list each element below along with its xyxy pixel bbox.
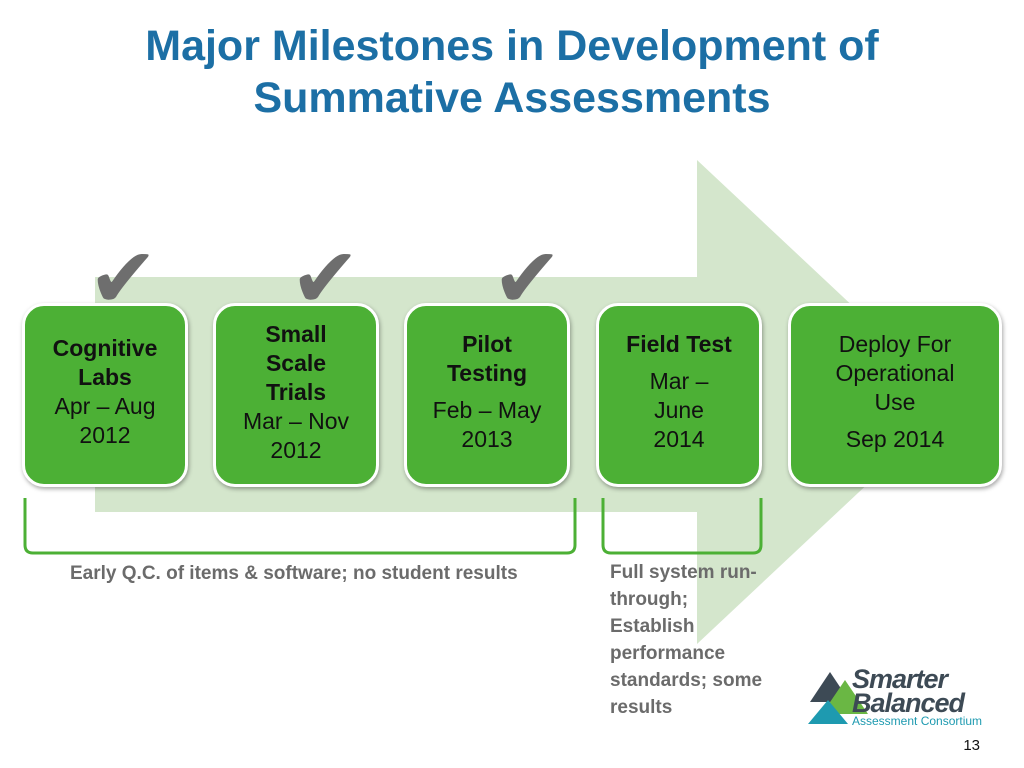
title-line-1: Major Milestones in Development of — [145, 22, 879, 70]
slide-title: Major Milestones in Development of Summa… — [0, 20, 1024, 124]
bracket-early — [23, 498, 577, 555]
milestone-date: Mar – Nov 2012 — [242, 407, 350, 463]
milestone-field-test: Field Test Mar – June 2014 — [596, 303, 762, 487]
milestone-name: Pilot Testing — [446, 331, 528, 386]
milestone-deploy: Deploy For Operational Use Sep 2014 — [788, 303, 1002, 487]
title-line-2: Summative Assessments — [253, 74, 771, 122]
milestone-pilot-testing: Pilot Testing Feb – May 2013 — [404, 303, 570, 487]
note-field-test: Full system run-through; Establish perfo… — [610, 562, 763, 718]
page-number: 13 — [963, 737, 980, 754]
milestone-cognitive-labs: Cognitive Labs Apr – Aug 2012 — [22, 303, 188, 487]
milestone-name: Field Test — [626, 331, 732, 357]
milestone-date: Apr – Aug 2012 — [54, 393, 156, 448]
milestone-name: Cognitive Labs — [52, 335, 158, 390]
milestone-name: Small Scale Trials — [265, 320, 327, 405]
milestone-name: Deploy For Operational Use — [835, 331, 955, 415]
milestone-date: Mar – June 2014 — [649, 368, 709, 452]
milestone-date: Sep 2014 — [845, 426, 945, 452]
bracket-field — [601, 498, 763, 555]
milestone-small-scale-trials: Small Scale Trials Mar – Nov 2012 — [213, 303, 379, 487]
logo-text-balanced: Balanced — [852, 688, 965, 718]
logo-triangle-teal — [808, 700, 848, 724]
milestone-date: Feb – May 2013 — [432, 397, 542, 452]
logo-text-smarter: Smarter — [852, 664, 948, 694]
logo-text-consortium: Assessment Consortium — [852, 714, 983, 728]
logo-triangle-green — [822, 680, 868, 714]
note-early: Early Q.C. of items & software; no stude… — [70, 563, 518, 584]
